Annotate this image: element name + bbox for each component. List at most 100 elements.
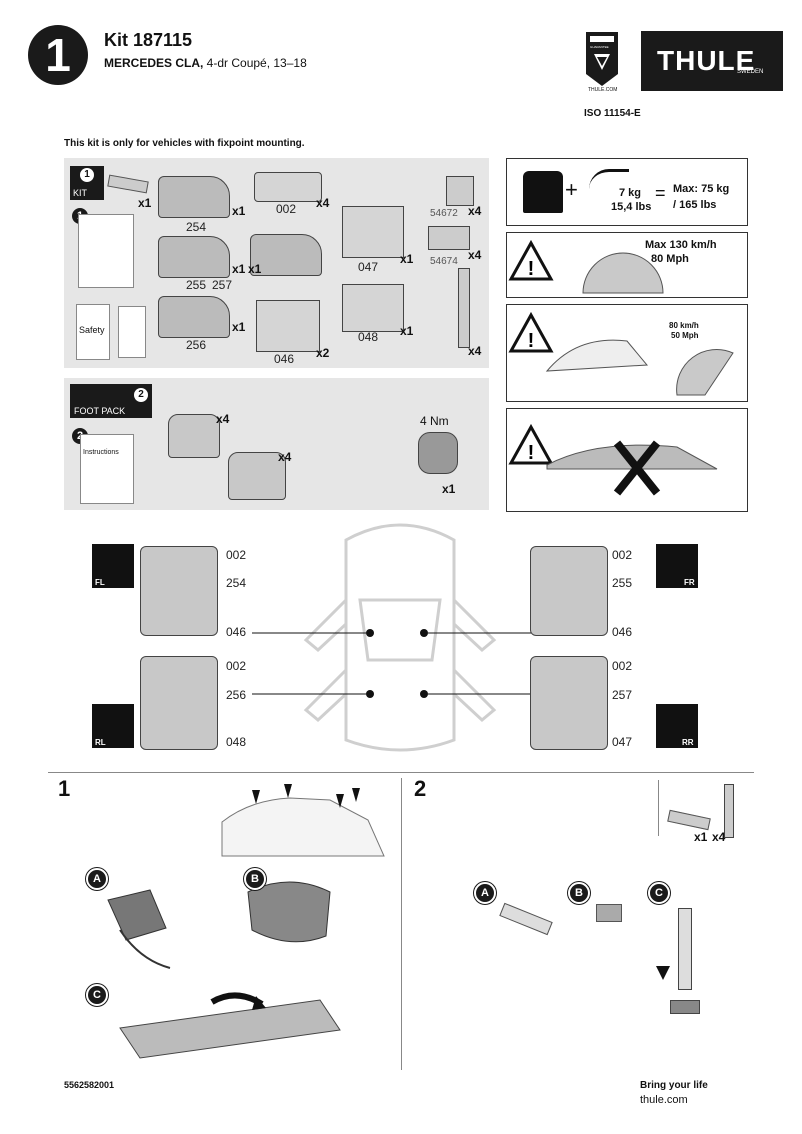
part-qty-54672: x4 xyxy=(468,204,482,218)
part-qty-048: x1 xyxy=(400,324,414,338)
vehicle-description: MERCEDES CLA, 4-dr Coupé, 13–18 xyxy=(104,56,307,70)
warning-triangle-icon: ! xyxy=(508,239,664,294)
clip-54674-icon xyxy=(428,226,470,250)
part-code-046: 046 xyxy=(274,352,295,366)
torque-key-icon xyxy=(418,432,458,474)
part-qty-046: x2 xyxy=(316,346,330,360)
part-code-255: 255 xyxy=(186,278,207,292)
thule-logo-text: THULE xyxy=(657,45,756,76)
fixpoint-046-icon xyxy=(256,300,320,352)
guarantee-url: THULE.COM xyxy=(588,87,618,93)
part-qty-254: x1 xyxy=(232,204,246,218)
step-2-number: 2 xyxy=(414,776,427,801)
rl-code-bottom: 048 xyxy=(226,735,247,749)
step-number-badge: 1 xyxy=(28,25,88,85)
part-code-002: 002 xyxy=(276,202,297,216)
position-rl-badge: RL xyxy=(92,704,134,748)
rl-code-mid: 256 xyxy=(226,688,247,702)
fixpoint-047-icon xyxy=(342,206,404,258)
car-top-view xyxy=(252,523,534,752)
position-rr-badge: RR xyxy=(656,704,698,748)
steps-divider-top xyxy=(48,772,754,773)
foot-a-icon xyxy=(168,414,220,458)
step-2c-arrow-down-icon xyxy=(656,966,670,980)
position-rr-label: RR xyxy=(682,738,694,747)
position-fl-label: FL xyxy=(95,578,105,587)
rr-code-bottom: 047 xyxy=(612,735,633,749)
part-qty-257: x1 xyxy=(248,262,262,276)
foot-pack-instructions-icon: Instructions xyxy=(80,434,134,504)
step-2c-pad-icon xyxy=(670,1000,700,1014)
step-2c-badge: C xyxy=(648,882,670,904)
step-2-bolt-icon xyxy=(724,784,734,838)
foot-pack-label: FOOT PACK xyxy=(74,406,126,416)
loading-speed-kmh: 80 km/h xyxy=(669,321,699,330)
document-number: 5562582001 xyxy=(64,1080,115,1090)
step-2c-bolt-icon xyxy=(678,908,692,990)
part-qty-002: x4 xyxy=(316,196,330,210)
max-speed-mph: 80 Mph xyxy=(651,253,689,265)
part-qty-256: x1 xyxy=(232,320,246,334)
foot-b-qty: x4 xyxy=(278,450,292,464)
footpad-257-icon xyxy=(250,234,322,276)
safety-sheet-icon: Safety xyxy=(76,304,110,360)
part-code-54672: 54672 xyxy=(430,208,458,219)
step-1c-badge: C xyxy=(86,984,108,1006)
max-speed-box: ! Max 130 km/h 80 Mph xyxy=(506,232,748,298)
rl-code-top: 002 xyxy=(226,659,247,673)
step-2-parts-divider xyxy=(658,780,659,836)
safety-label: Safety xyxy=(79,325,105,335)
torque-value: 4 Nm xyxy=(420,414,449,428)
rr-assembly-icon xyxy=(530,656,608,750)
foot-b-icon xyxy=(228,452,286,500)
position-rl-label: RL xyxy=(95,738,106,747)
kit-badge: 1 KIT xyxy=(70,166,104,200)
part-code-257: 257 xyxy=(212,278,233,292)
footpad-255-icon xyxy=(158,236,230,278)
load-capacity-box: + 7 kg 15,4 lbs = Max: 75 kg / 165 lbs xyxy=(506,158,748,226)
fr-code-top: 002 xyxy=(612,548,633,562)
max-speed-kmh: Max 130 km/h xyxy=(645,239,717,251)
bracket-002-icon xyxy=(254,172,322,202)
step-2b-peel-icon xyxy=(596,904,622,922)
guarantee-shield-icon: GUARANTEE THULE.COM xyxy=(584,30,620,94)
thule-logo: THULE SWEDEN xyxy=(641,31,783,91)
thule-url: thule.com xyxy=(640,1094,688,1106)
instructions-label: Instructions xyxy=(83,449,119,456)
key-qty: x1 xyxy=(442,482,456,496)
safety-card-icon xyxy=(118,306,146,358)
vehicle-make: MERCEDES CLA, xyxy=(104,56,204,70)
bolt-icon xyxy=(458,268,470,348)
foot-pack-badge-number: 2 xyxy=(134,388,148,402)
position-fr-badge: FR xyxy=(656,544,698,588)
step-2a-badge: A xyxy=(474,882,496,904)
pad-qty: x1 xyxy=(138,196,152,210)
bar-weight-lbs: 15,4 lbs xyxy=(611,201,652,213)
part-code-256: 256 xyxy=(186,338,207,352)
weight-icon xyxy=(523,171,563,213)
step-1-number: 1 xyxy=(58,776,71,801)
step-2-bolt-qty: x4 xyxy=(712,830,726,844)
step-2b-badge: B xyxy=(568,882,590,904)
max-load-lbs: / 165 lbs xyxy=(673,199,717,211)
tagline: Bring your life xyxy=(640,1080,708,1091)
max-load-kg: Max: 75 kg xyxy=(673,183,730,195)
part-qty-54674: x4 xyxy=(468,248,482,262)
part-qty-047: x1 xyxy=(400,252,414,266)
position-fl-badge: FL xyxy=(92,544,134,588)
rr-code-mid: 257 xyxy=(612,688,633,702)
fl-code-bottom: 046 xyxy=(226,625,247,639)
fl-code-top: 002 xyxy=(226,548,247,562)
svg-text:!: ! xyxy=(528,330,535,352)
warning-triangle-car-icon: ! xyxy=(508,311,734,396)
fr-assembly-icon xyxy=(530,546,608,636)
fr-code-mid: 255 xyxy=(612,576,633,590)
plus-icon: + xyxy=(565,177,578,202)
part-code-048: 048 xyxy=(358,330,379,344)
svg-text:!: ! xyxy=(528,258,535,280)
foot-a-qty: x4 xyxy=(216,412,230,426)
step-1a-badge: A xyxy=(86,868,108,890)
part-code-047: 047 xyxy=(358,260,379,274)
kit-badge-number: 1 xyxy=(80,168,94,182)
